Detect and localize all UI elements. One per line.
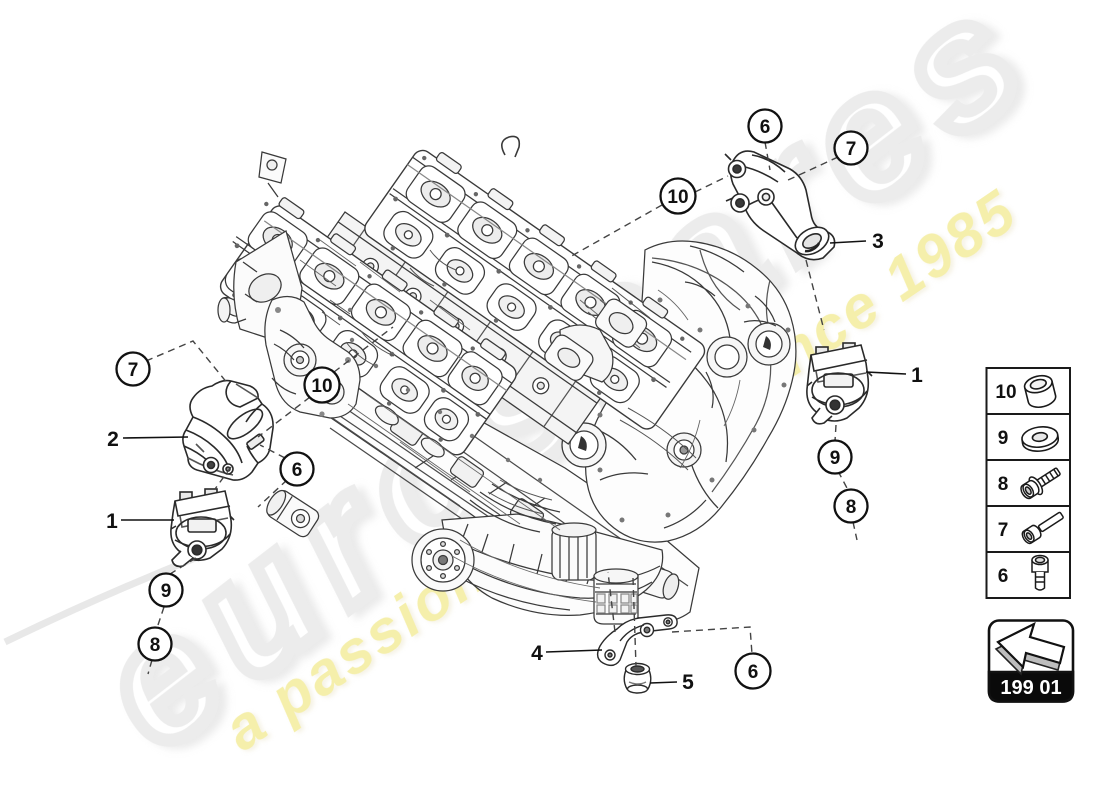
svg-text:6: 6: [760, 117, 771, 138]
svg-text:2: 2: [107, 428, 119, 451]
svg-text:1: 1: [911, 364, 923, 387]
svg-text:6: 6: [292, 460, 303, 481]
svg-text:5: 5: [682, 671, 694, 694]
svg-text:199 01: 199 01: [1000, 677, 1061, 699]
svg-text:7: 7: [128, 360, 139, 381]
svg-text:6: 6: [748, 662, 759, 683]
svg-text:6: 6: [998, 566, 1009, 587]
svg-text:8: 8: [846, 497, 857, 518]
svg-text:4: 4: [531, 642, 543, 665]
svg-text:8: 8: [150, 635, 161, 656]
svg-text:9: 9: [998, 428, 1009, 449]
svg-text:7: 7: [998, 520, 1009, 541]
svg-text:9: 9: [161, 581, 172, 602]
svg-text:10: 10: [995, 382, 1016, 403]
svg-text:8: 8: [998, 474, 1009, 495]
svg-text:9: 9: [830, 448, 841, 469]
svg-text:3: 3: [872, 230, 884, 253]
svg-text:10: 10: [311, 376, 332, 397]
svg-text:10: 10: [667, 187, 688, 208]
svg-text:7: 7: [846, 139, 857, 160]
svg-text:1: 1: [106, 510, 118, 533]
